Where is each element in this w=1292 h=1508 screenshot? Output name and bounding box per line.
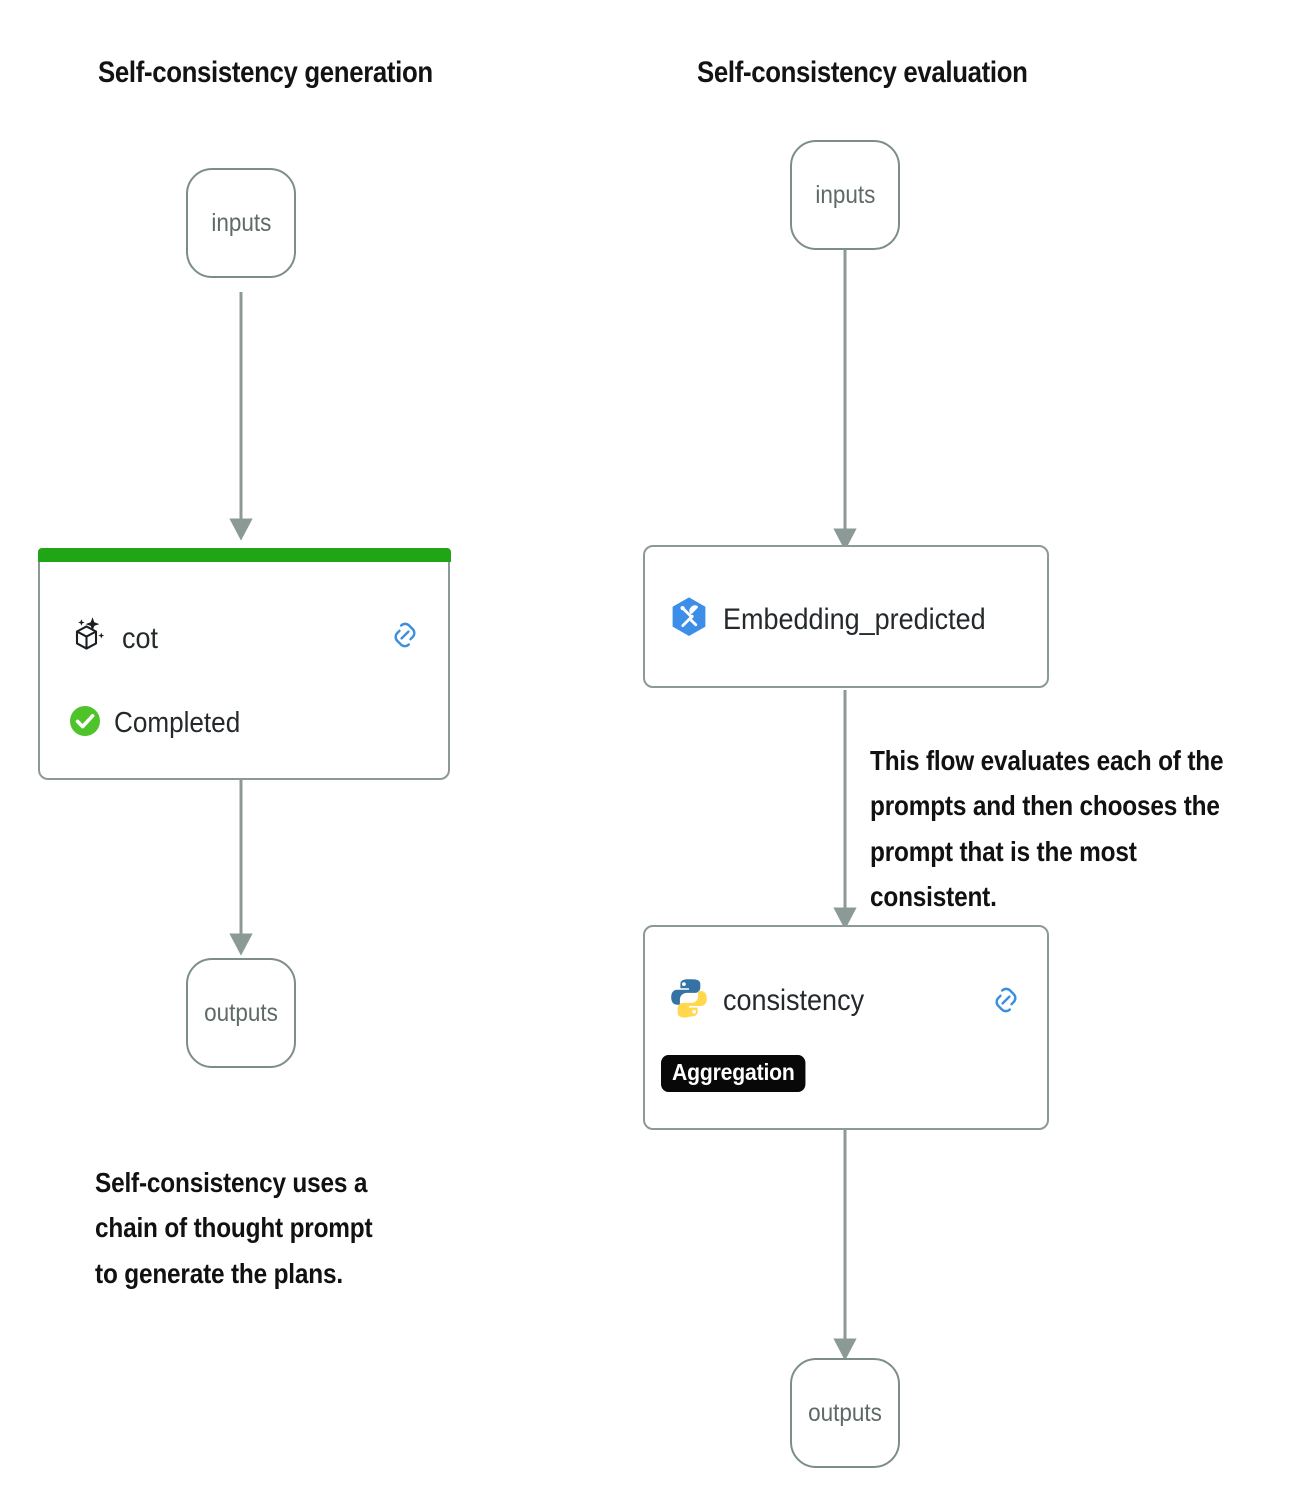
left-flow-note: Self-consistency uses a chain of thought… <box>95 1167 373 1289</box>
consistency-node-card[interactable]: consistency Aggregation <box>643 925 1049 1130</box>
cot-status-text: Completed <box>114 707 241 739</box>
llm-cube-sparkle-icon <box>66 614 108 663</box>
consistency-node-header: consistency <box>669 977 880 1024</box>
right-outputs-label: outputs <box>808 1398 882 1427</box>
consistency-chain-link-icon[interactable] <box>989 983 1023 1017</box>
embedding-node-title: Embedding_predicted <box>723 602 986 636</box>
cot-chain-link-icon[interactable] <box>388 618 422 652</box>
cot-status-topbar <box>37 548 451 562</box>
left-inputs-label: inputs <box>210 208 272 237</box>
right-outputs-node[interactable]: outputs <box>790 1358 900 1468</box>
right-inputs-label: inputs <box>814 180 876 209</box>
left-outputs-node[interactable]: outputs <box>186 958 296 1068</box>
cot-node-header: cot <box>66 614 162 663</box>
consistency-node-title: consistency <box>723 983 865 1017</box>
right-flow-note: This flow evaluates each of the prompts … <box>870 745 1224 913</box>
embedding-node-header: Embedding_predicted <box>669 595 1015 644</box>
aggregation-badge: Aggregation <box>661 1055 806 1092</box>
right-inputs-node[interactable]: inputs <box>790 140 900 250</box>
cot-node-card[interactable]: cot Completed <box>37 548 451 780</box>
python-icon <box>669 977 709 1024</box>
section-title-generation: Self-consistency generation <box>98 56 433 89</box>
green-check-circle-icon <box>68 704 102 743</box>
embedding-predicted-node-card[interactable]: Embedding_predicted <box>643 545 1049 688</box>
left-outputs-label: outputs <box>204 998 278 1027</box>
cot-status: Completed <box>68 704 254 743</box>
cot-node-title: cot <box>122 621 159 655</box>
tool-hexagon-icon <box>669 595 709 644</box>
section-title-evaluation: Self-consistency evaluation <box>697 56 1028 89</box>
left-inputs-node[interactable]: inputs <box>186 168 296 278</box>
